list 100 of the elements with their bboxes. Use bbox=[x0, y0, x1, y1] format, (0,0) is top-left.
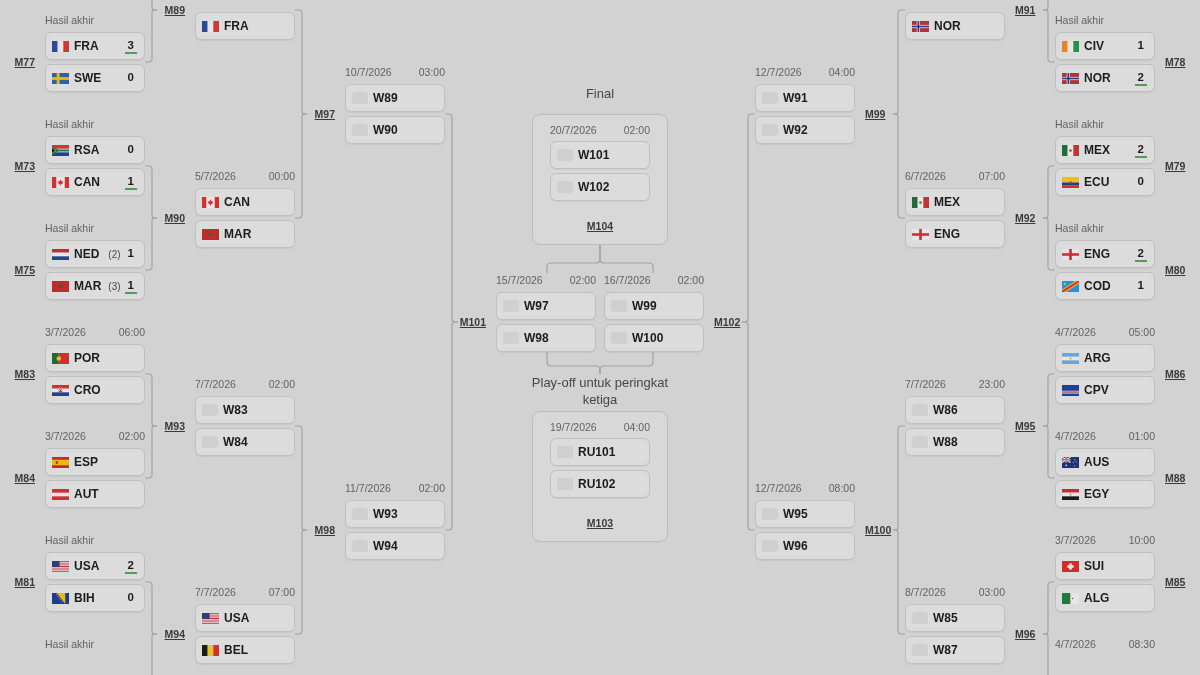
match-number: M84 bbox=[14, 471, 35, 485]
team-name: RU102 bbox=[578, 477, 616, 491]
team-slot bbox=[905, 604, 1005, 632]
team-slot bbox=[1055, 240, 1155, 268]
team-slot bbox=[195, 12, 295, 40]
team-slot bbox=[755, 532, 855, 560]
bracket-line bbox=[1042, 217, 1056, 271]
team-slot bbox=[755, 116, 855, 144]
score: 1 bbox=[124, 174, 137, 190]
match-number: M73 bbox=[14, 159, 35, 173]
score: 1 bbox=[124, 278, 137, 294]
team-slot bbox=[195, 604, 295, 632]
match-number: M99 bbox=[865, 107, 886, 121]
match-date: 5/7/2026 bbox=[195, 169, 236, 183]
score: 2 bbox=[1134, 142, 1147, 158]
team-name: MAR bbox=[74, 279, 102, 293]
bracket-line bbox=[294, 529, 308, 635]
team-slot bbox=[195, 396, 295, 424]
team-name: POR bbox=[74, 351, 100, 365]
team-name: RU101 bbox=[578, 445, 616, 459]
bracket-line bbox=[444, 321, 459, 531]
team-slot bbox=[550, 470, 650, 498]
team-slot bbox=[550, 141, 650, 169]
bracket-line bbox=[892, 529, 906, 635]
match-number: M80 bbox=[1165, 263, 1186, 277]
team-slot bbox=[1055, 272, 1155, 300]
team-slot bbox=[45, 64, 145, 92]
match-status: Hasil akhir bbox=[45, 637, 94, 651]
match-time: 01:00 bbox=[1128, 429, 1155, 443]
team-name: ALG bbox=[1084, 591, 1110, 605]
match-number: M92 bbox=[1015, 211, 1036, 225]
team-name: W98 bbox=[524, 331, 549, 345]
match-time: 07:00 bbox=[268, 585, 295, 599]
team-slot bbox=[45, 552, 145, 580]
team-name: CRO bbox=[74, 383, 101, 397]
team-name: W96 bbox=[783, 539, 808, 553]
team-slot bbox=[1055, 376, 1155, 404]
team-slot bbox=[195, 636, 295, 664]
match-time: 08:30 bbox=[1128, 637, 1155, 651]
team-slot bbox=[345, 500, 445, 528]
team-slot bbox=[1055, 480, 1155, 508]
team-slot bbox=[1055, 584, 1155, 612]
team-slot bbox=[905, 636, 1005, 664]
match-time: 03:00 bbox=[978, 585, 1005, 599]
team-name: ECU bbox=[1084, 175, 1110, 189]
bracket-line bbox=[741, 321, 756, 531]
score: 1 bbox=[1136, 38, 1145, 53]
match-number: M103 bbox=[586, 516, 614, 530]
match-number: M86 bbox=[1165, 367, 1186, 381]
team-name: W94 bbox=[373, 539, 398, 553]
team-name: NOR bbox=[934, 19, 961, 33]
match-status: Hasil akhir bbox=[1055, 13, 1104, 27]
team-slot bbox=[345, 532, 445, 560]
team-name: W92 bbox=[783, 123, 808, 137]
match-number: M89 bbox=[164, 3, 185, 17]
bracket-line bbox=[151, 633, 158, 675]
team-slot bbox=[45, 168, 145, 196]
score: 3 bbox=[124, 38, 137, 54]
bracket-line bbox=[144, 217, 158, 271]
team-slot bbox=[550, 173, 650, 201]
match-date: 16/7/2026 bbox=[604, 273, 651, 287]
team-slot bbox=[1055, 168, 1155, 196]
team-slot bbox=[1055, 32, 1155, 60]
bracket-line bbox=[1042, 633, 1049, 675]
team-slot bbox=[195, 428, 295, 456]
team-name: AUT bbox=[74, 487, 99, 501]
match-date: 4/7/2026 bbox=[1055, 325, 1096, 339]
team-name: ESP bbox=[74, 455, 98, 469]
team-name: W89 bbox=[373, 91, 398, 105]
team-name: USA bbox=[74, 559, 100, 573]
match-number: M79 bbox=[1165, 159, 1186, 173]
match-number: M90 bbox=[164, 211, 185, 225]
team-name: BIH bbox=[74, 591, 95, 605]
match-number: M81 bbox=[14, 575, 35, 589]
match-date: 7/7/2026 bbox=[195, 377, 236, 391]
match-time: 02:00 bbox=[118, 429, 145, 443]
match-number: M75 bbox=[14, 263, 35, 277]
match-number: M101 bbox=[459, 315, 486, 329]
match-time: 10:00 bbox=[1128, 533, 1155, 547]
match-number: M104 bbox=[586, 219, 614, 233]
team-slot bbox=[45, 344, 145, 372]
match-date: 4/7/2026 bbox=[1055, 637, 1096, 651]
team-name: SUI bbox=[1084, 559, 1104, 573]
match-number: M98 bbox=[314, 523, 335, 537]
match-date: 3/7/2026 bbox=[45, 429, 86, 443]
match-time: 03:00 bbox=[418, 65, 445, 79]
team-slot bbox=[1055, 344, 1155, 372]
team-slot bbox=[45, 240, 145, 268]
round-title: Final bbox=[585, 85, 615, 102]
team-name: W83 bbox=[223, 403, 248, 417]
match-date: 6/7/2026 bbox=[905, 169, 946, 183]
match-time: 06:00 bbox=[118, 325, 145, 339]
team-name: W95 bbox=[783, 507, 808, 521]
penalty-score: (2) bbox=[108, 247, 121, 261]
score: 2 bbox=[124, 558, 137, 574]
team-slot bbox=[345, 116, 445, 144]
team-slot bbox=[1055, 64, 1155, 92]
match-number: M77 bbox=[14, 55, 35, 69]
team-name: FRA bbox=[224, 19, 249, 33]
team-name: MEX bbox=[934, 195, 960, 209]
